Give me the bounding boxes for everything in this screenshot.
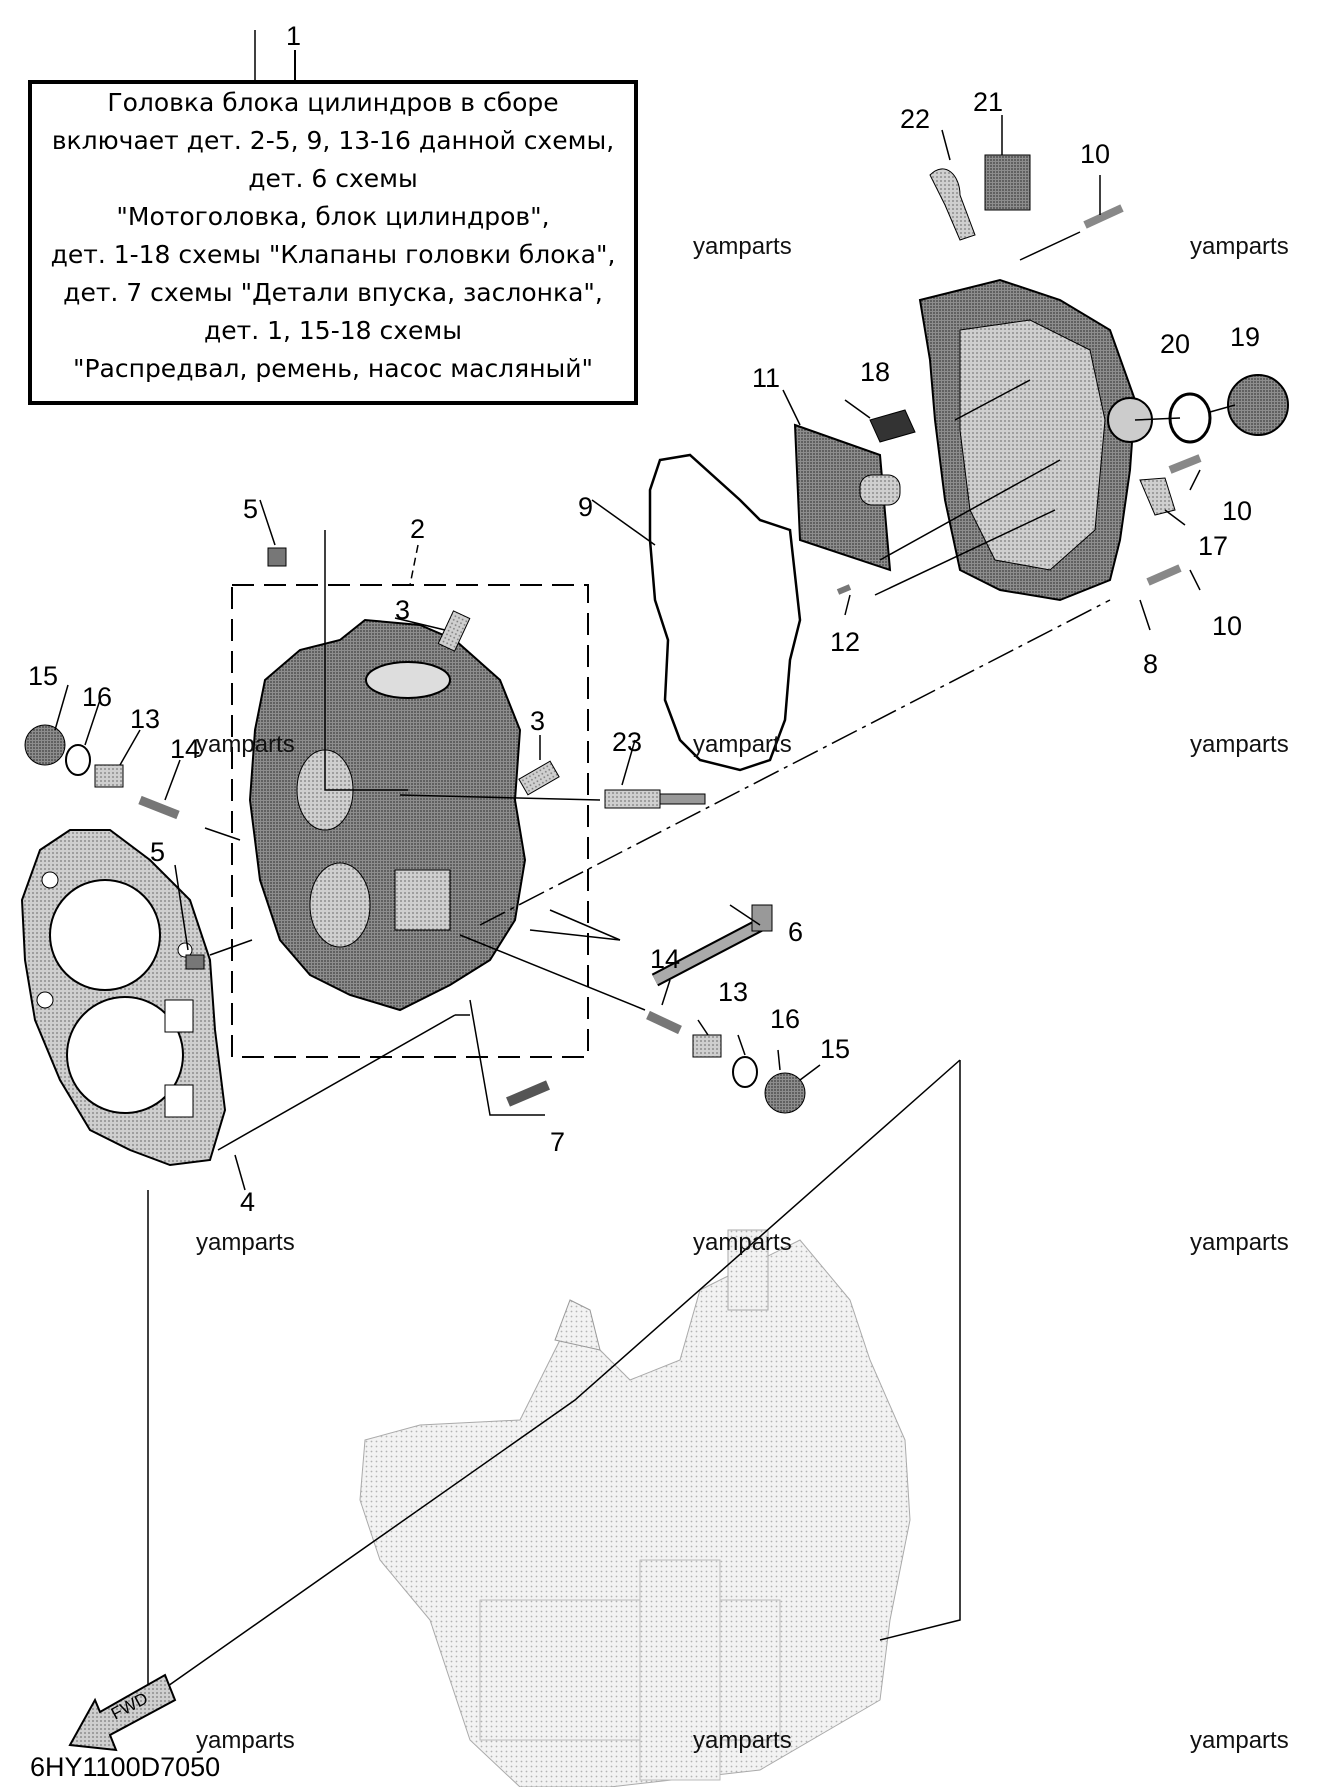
head-gasket: [20, 829, 227, 1167]
callout-10: 10: [1080, 139, 1111, 169]
callout-22: 22: [900, 104, 931, 134]
watermark: yamparts: [196, 731, 295, 758]
cylinder-head: [248, 618, 527, 1012]
watermark: yamparts: [196, 1727, 295, 1754]
note-line: дет. 1, 15-18 схемы: [203, 316, 463, 345]
sleeve-13a: [94, 764, 124, 788]
callout-20: 20: [1160, 329, 1191, 359]
cover-gasket: [648, 453, 802, 772]
head-cover: [918, 278, 1153, 602]
callout-4: 4: [240, 1187, 256, 1217]
bolt-6: [651, 904, 773, 987]
callout-17: 17: [1198, 531, 1229, 561]
callout-7: 7: [550, 1127, 566, 1157]
cap-15b: [764, 1072, 806, 1114]
note-line: "Мотоголовка, блок цилиндров",: [116, 202, 550, 231]
callout-6: 6: [788, 917, 804, 947]
bolt-14a: [138, 795, 180, 820]
callout-8: 8: [1143, 649, 1159, 679]
callout-18: 18: [860, 357, 891, 387]
watermark: yamparts: [1190, 1229, 1289, 1256]
breather-tube: [859, 474, 901, 506]
callout-3: 3: [530, 706, 546, 736]
callout-14: 14: [170, 734, 201, 764]
part-18-block: [869, 409, 916, 443]
spark-plug: [604, 789, 706, 809]
watermark: yamparts: [196, 1229, 295, 1256]
watermark: yamparts: [1190, 233, 1289, 260]
fwd-arrow: FWD: [68, 1673, 177, 1752]
callout-12: 12: [830, 627, 861, 657]
callout-16: 16: [82, 682, 113, 712]
callout-3: 3: [395, 595, 411, 625]
diagram-code: 6HY1100D7050: [30, 1752, 221, 1782]
callout-13: 13: [130, 704, 161, 734]
callout-5: 5: [150, 837, 166, 867]
bracket-17: [1139, 477, 1176, 516]
callout-16: 16: [770, 1004, 801, 1034]
callout-1: 1: [286, 21, 302, 51]
callout-10: 10: [1222, 496, 1253, 526]
leader-2: [409, 544, 419, 586]
bolt-10b: [1168, 454, 1202, 474]
callout-15: 15: [28, 661, 59, 691]
bolt-14b: [646, 1010, 682, 1035]
callout-23: 23: [612, 727, 643, 757]
plug-5a: [267, 547, 287, 567]
engine-block-illustration: [359, 1229, 911, 1787]
callout-9: 9: [578, 492, 594, 522]
watermark: yamparts: [1190, 1727, 1289, 1754]
callout-2: 2: [410, 514, 426, 544]
dowel-3b: [518, 760, 560, 796]
watermark: yamparts: [693, 731, 792, 758]
callout-5: 5: [243, 494, 259, 524]
ring-16a: [65, 744, 91, 776]
watermark: yamparts: [693, 1229, 792, 1256]
sleeve-13b: [692, 1034, 722, 1058]
leader-lines: [54, 30, 1236, 1702]
clip-22: [929, 168, 976, 241]
assembly-note-box: Головка блока цилиндров в сборе включает…: [28, 80, 638, 405]
callout-13: 13: [718, 977, 749, 1007]
bolt-10a: [1083, 204, 1124, 229]
watermark: yamparts: [693, 233, 792, 260]
plug-5b: [185, 954, 205, 970]
screw-12: [836, 584, 852, 595]
note-line: "Распредвал, ремень, насос масляный": [72, 354, 594, 383]
sensor-21: [984, 154, 1031, 211]
callout-14: 14: [650, 944, 681, 974]
breather-plate: [793, 423, 892, 572]
ring-16b: [732, 1056, 758, 1088]
callout-21: 21: [973, 87, 1004, 117]
watermark: yamparts: [693, 1727, 792, 1754]
note-line: Головка блока цилиндров в сборе: [107, 88, 559, 117]
note-line: дет. 6 схемы: [248, 164, 418, 193]
callout-19: 19: [1230, 322, 1261, 352]
note-line: дет. 7 схемы "Детали впуска, заслонка",: [63, 278, 603, 307]
callout-15: 15: [820, 1034, 851, 1064]
dowel-3a: [437, 610, 471, 652]
note-line: дет. 1-18 схемы "Клапаны головки блока",: [50, 240, 616, 269]
oil-filler-cap: [1227, 374, 1289, 436]
bolt-7: [506, 1080, 550, 1107]
bolt-10c: [1146, 564, 1182, 586]
note-line: включает дет. 2-5, 9, 13-16 данной схемы…: [51, 126, 615, 155]
cap-15a: [24, 724, 66, 766]
callout-11: 11: [752, 363, 781, 393]
watermark: yamparts: [1190, 731, 1289, 758]
callout-10: 10: [1212, 611, 1243, 641]
